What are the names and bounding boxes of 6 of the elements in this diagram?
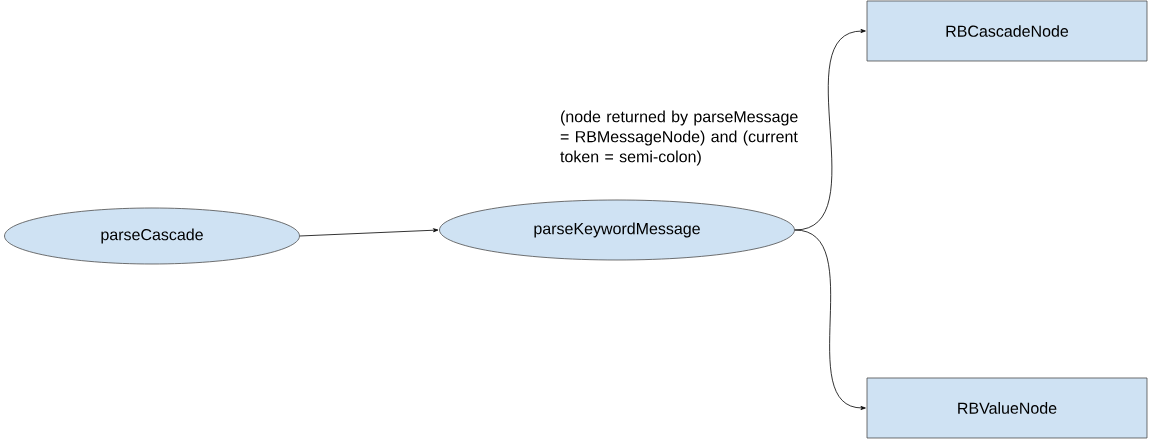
edge-label: (node returned by parseMessage = RBMessageNode) and (current token = semi-colon) (559, 109, 811, 167)
arrow (794, 229, 866, 410)
result-box: RBCascadeNode (866, 0, 1148, 62)
result-box: RBValueNode (866, 377, 1148, 439)
arrow (299, 228, 439, 237)
arrow (794, 29, 866, 231)
